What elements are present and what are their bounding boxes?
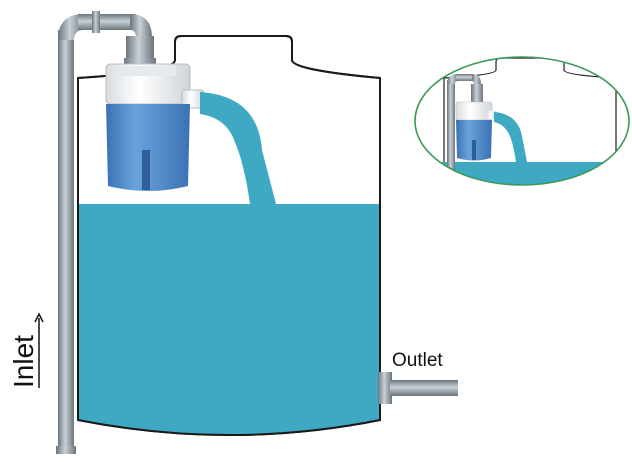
float-valve bbox=[105, 63, 205, 191]
tank-water bbox=[78, 204, 380, 435]
arrow-up-icon bbox=[34, 312, 44, 388]
inset-ring bbox=[414, 56, 630, 186]
inset-full-tank bbox=[414, 56, 630, 186]
outlet-label: Outlet bbox=[392, 350, 443, 371]
outlet-pipe bbox=[378, 372, 458, 404]
water-stream bbox=[200, 92, 276, 204]
inlet-label: Inlet bbox=[8, 335, 39, 388]
inset-water bbox=[430, 162, 629, 185]
inlet-pipe bbox=[56, 11, 156, 454]
inlet-label-group: Inlet bbox=[8, 312, 44, 388]
